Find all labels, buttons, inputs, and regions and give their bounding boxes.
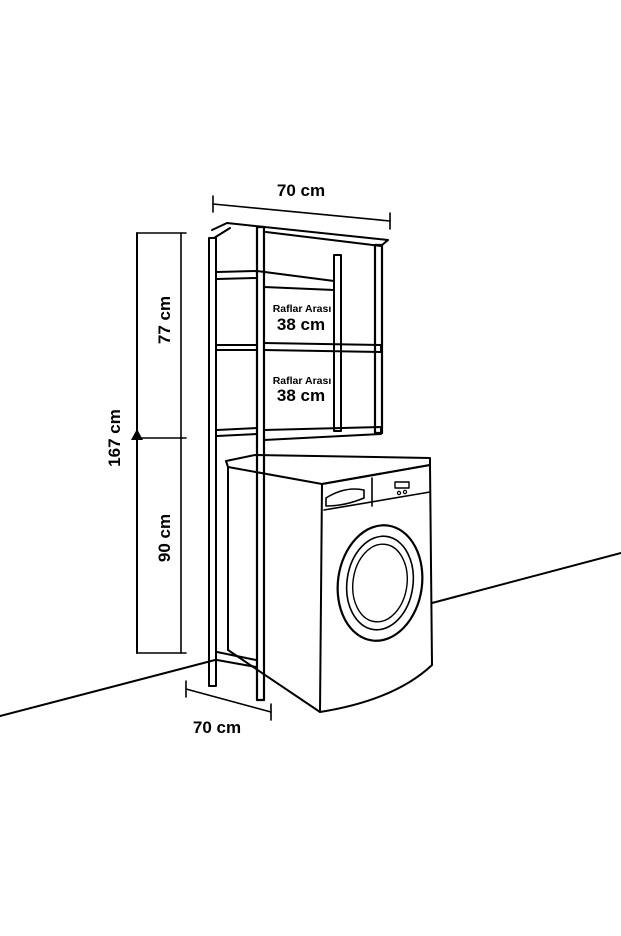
midpoint-arrow-icon: [131, 429, 143, 440]
shelf-unit: [208, 222, 389, 702]
bottom-depth-dimension: 70 cm: [185, 680, 272, 737]
bottom-depth-label: 70 cm: [193, 718, 241, 737]
shelf-spacing-value: 38 cm: [277, 386, 325, 405]
shelf-spacing-callout-2: Raflar Arası 38 cm: [273, 375, 332, 405]
shelf-spacing-value: 38 cm: [277, 315, 325, 334]
lower-height-label: 90 cm: [155, 514, 174, 562]
shelf-spacing-caption: Raflar Arası: [273, 375, 332, 387]
height-dimension-bar: 77 cm 167 cm 90 cm: [105, 232, 187, 654]
washing-machine: [225, 454, 433, 713]
room-floor-lines: [0, 552, 621, 717]
upper-height-label: 77 cm: [155, 296, 174, 344]
top-width-dimension: 70 cm: [212, 181, 391, 230]
washer-door: [336, 524, 424, 642]
shelf-spacing-caption: Raflar Arası: [273, 303, 332, 315]
total-height-label: 167 cm: [105, 409, 124, 467]
shelf-spacing-callout-1: Raflar Arası 38 cm: [273, 303, 332, 334]
top-width-label: 70 cm: [277, 181, 325, 200]
